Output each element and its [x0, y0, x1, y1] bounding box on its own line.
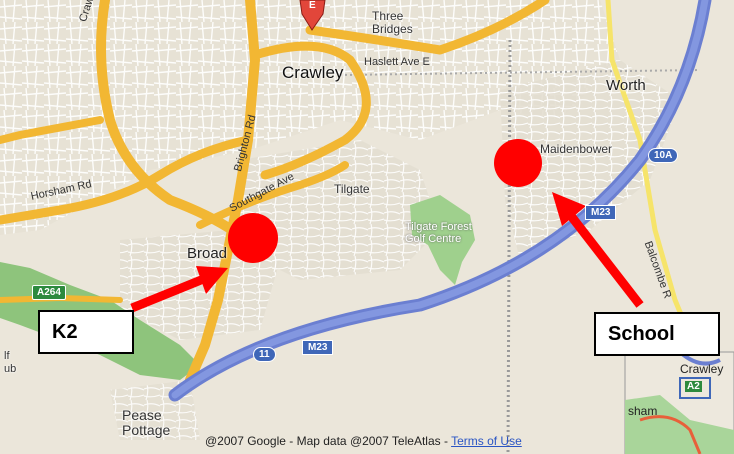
minimap-label-horsham: sham	[628, 404, 658, 418]
road-label-haslett-ave: Haslett Ave E	[364, 56, 430, 68]
school-arrow-shaft	[564, 209, 644, 308]
junction-shield-10a: 10A	[648, 148, 679, 163]
railway-line-east	[339, 69, 701, 76]
copyright-text: @2007 Google - Map data @2007 TeleAtlas …	[205, 434, 452, 448]
place-maidenbower: Maidenbower	[540, 142, 613, 156]
place-tilgate-forest: Tilgate Forest Golf Centre	[405, 221, 472, 245]
junction-shield-11: 11	[253, 347, 276, 362]
urban-area-maidenbower	[500, 60, 680, 260]
minimap-label-a264: A2	[685, 381, 702, 392]
school-callout-box: School	[594, 312, 720, 356]
map-pin-letter: E	[309, 0, 316, 11]
road-horsham-rd	[0, 135, 253, 225]
k2-arrow-head	[196, 266, 228, 294]
road-ring-east	[250, 41, 371, 180]
minimap-green	[625, 395, 734, 454]
minimap-road	[639, 415, 702, 454]
k2-label: K2	[52, 320, 78, 343]
minimap-label-crawley: Crawley	[680, 362, 724, 376]
k2-callout-box: K2	[38, 310, 134, 354]
annotation-arrows	[130, 192, 644, 313]
school-location-marker	[494, 139, 542, 187]
place-tilgate: Tilgate	[334, 182, 370, 196]
k2-arrow-shaft	[130, 273, 208, 313]
place-left-partial: lf ub	[4, 350, 17, 376]
overview-minimap	[624, 350, 734, 454]
motorway-m23-core	[171, 0, 709, 399]
school-label: School	[608, 322, 675, 345]
road-shield-a264: A264	[32, 285, 66, 300]
place-worth: Worth	[606, 77, 646, 94]
place-broadfield: Broad	[187, 245, 228, 262]
map-pin-marker	[299, 0, 326, 31]
map-copyright: @2007 Google - Map data @2007 TeleAtlas …	[205, 434, 522, 448]
place-crawley: Crawley	[282, 63, 344, 82]
road-crawley-ave	[96, 0, 240, 237]
terms-of-use-link[interactable]: Terms of Use	[451, 434, 522, 448]
urban-area-north	[0, 0, 620, 235]
road-haslett-ave	[305, 0, 550, 55]
railway-line	[506, 39, 512, 454]
school-arrow-head	[552, 192, 586, 226]
urban-area-tilgate	[240, 140, 440, 280]
k2-location-marker	[228, 213, 278, 263]
place-three-bridges: Three Bridges	[372, 9, 413, 37]
green-golf-course	[410, 195, 475, 285]
road-southgate-ave	[196, 161, 349, 229]
place-pease-pottage: Pease Pottage	[122, 407, 171, 438]
minimap-viewport	[679, 377, 711, 399]
motorway-shield-m23-upper: M23	[585, 205, 617, 220]
road-west-link	[0, 116, 104, 144]
motorway-shield-m23-main: M23	[302, 340, 334, 355]
road-balcombe	[605, 0, 703, 363]
